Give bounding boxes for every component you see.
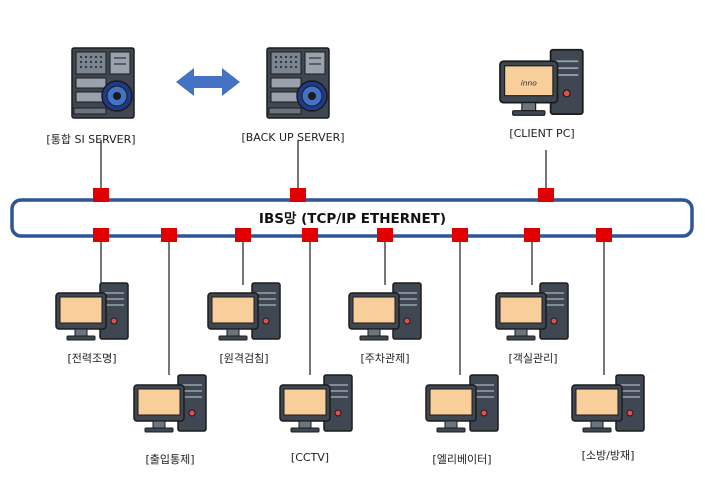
node-label: [CLIENT PC]	[509, 127, 575, 140]
server-icon	[71, 47, 135, 119]
node-label: [전력조명]	[67, 352, 117, 365]
pc-icon	[279, 374, 353, 433]
node-label: [통합 SI SERVER]	[46, 133, 136, 146]
node-label: [주차관제]	[360, 352, 410, 365]
pc-icon	[207, 282, 281, 341]
node-label: [객실관리]	[508, 352, 558, 365]
node-label: [BACK UP SERVER]	[241, 131, 345, 144]
connector-node	[93, 188, 109, 202]
connector-node	[235, 228, 251, 242]
connector-node	[290, 188, 306, 202]
connector-node	[93, 228, 109, 242]
pc-icon	[348, 282, 422, 341]
node-label: [출입통제]	[145, 453, 195, 466]
server-icon	[266, 47, 330, 119]
pc-icon	[425, 374, 499, 433]
pc-icon	[133, 374, 207, 433]
pc-icon	[495, 282, 569, 341]
connector-node	[452, 228, 468, 242]
connector-node	[596, 228, 612, 242]
network-bus	[10, 198, 694, 238]
node-label: [CCTV]	[290, 451, 330, 464]
connector-node	[377, 228, 393, 242]
client-screen-text: inno	[521, 78, 538, 87]
sync-arrow-icon	[176, 68, 240, 96]
node-label: [엘리베이터]	[432, 453, 492, 466]
node-label: [소방/방재]	[581, 449, 635, 462]
node-label: [원격검침]	[219, 352, 269, 365]
pc-icon	[571, 374, 645, 433]
connector-node	[302, 228, 318, 242]
pc-icon	[55, 282, 129, 341]
connector-node	[161, 228, 177, 242]
network-title: IBS망 (TCP/IP ETHERNET)	[258, 211, 447, 227]
connector-node	[538, 188, 554, 202]
client-pc-icon: inno	[499, 48, 584, 117]
connector-node	[524, 228, 540, 242]
